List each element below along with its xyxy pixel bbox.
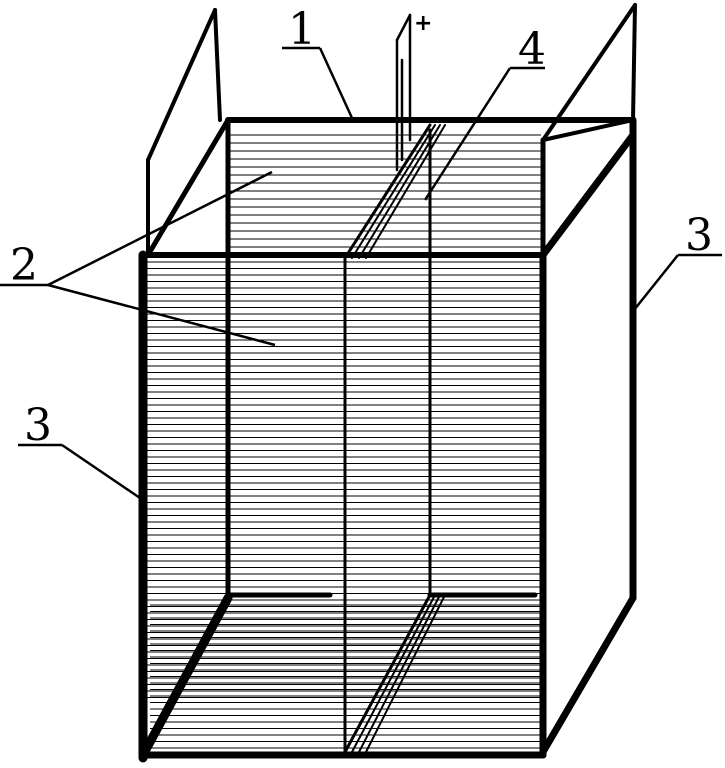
callout-label-electrode-plate: 1 [288, 4, 316, 55]
electrode-rod [395, 13, 412, 172]
callout-label-liquid-layers: 2 [10, 240, 38, 291]
electrode-polarity-label: + [414, 11, 432, 36]
right-side-wall [539, 116, 637, 756]
callout-label-side-wall-right: 3 [685, 210, 713, 261]
top-liquid-hatching [230, 134, 541, 248]
callout-label-partition-plate: 4 [518, 24, 546, 75]
back-frame [145, 117, 636, 598]
upper-wire-frame [146, 3, 637, 257]
front-frame [138, 250, 547, 763]
callout-label-side-wall-left: 3 [24, 400, 52, 451]
leader-lines [0, 46, 722, 500]
partition-plate [343, 123, 446, 754]
